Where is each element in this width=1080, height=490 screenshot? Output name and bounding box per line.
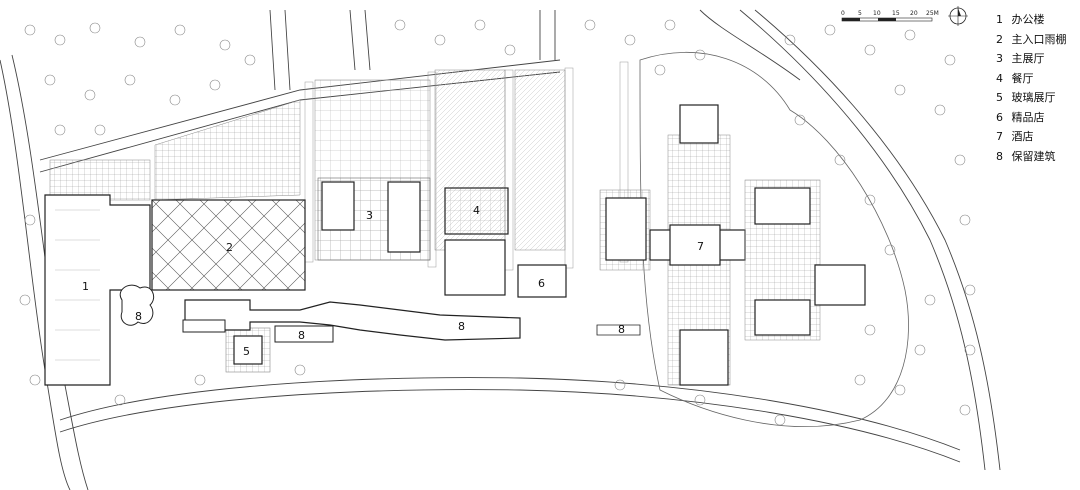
scale-tick: 0 <box>841 10 845 17</box>
trees <box>19 19 976 426</box>
label-building-8a: 8 <box>135 310 142 323</box>
label-building-4: 4 <box>473 204 480 217</box>
label-building-8c: 8 <box>458 320 465 333</box>
label-building-8b: 8 <box>298 329 305 342</box>
legend: 1 办公楼 2 主入口雨棚 3 主展厅 4 餐厅 5 玻璃展厅 6 精品店 7 … <box>996 10 1067 166</box>
scale-tick: 5 <box>858 10 862 17</box>
label-building-1: 1 <box>82 280 89 293</box>
legend-item: 1 办公楼 <box>996 13 1045 26</box>
building-4-restaurant: 4 <box>444 187 509 296</box>
legend-item: 3 主展厅 <box>996 52 1045 65</box>
label-building-6: 6 <box>538 277 545 290</box>
label-building-2: 2 <box>226 241 233 254</box>
north-arrow-icon <box>948 6 968 26</box>
legend-item: 4 餐厅 <box>996 71 1034 85</box>
scale-tick: 10 <box>873 10 881 17</box>
building-6-boutique: 6 <box>517 264 567 298</box>
building-3-main-hall: 3 <box>317 177 431 261</box>
label-building-5: 5 <box>243 345 250 358</box>
legend-item: 6 精品店 <box>996 110 1045 124</box>
hotel-site-boundary <box>639 52 909 427</box>
label-building-7: 7 <box>697 240 704 253</box>
label-building-3: 3 <box>366 209 373 222</box>
building-5-glass-hall: 5 <box>225 327 271 373</box>
scale-tick: 15 <box>892 10 900 17</box>
legend-item: 2 主入口雨棚 <box>996 32 1067 46</box>
building-2-canopy: 2 <box>151 199 306 291</box>
label-building-8d: 8 <box>618 323 625 336</box>
legend-item: 8 保留建筑 <box>996 149 1056 163</box>
scale-tick: 25M <box>926 10 939 17</box>
scale-tick: 20 <box>910 10 918 17</box>
retained-buildings-8: 8 8 8 8 <box>119 284 641 343</box>
legend-item: 5 玻璃展厅 <box>996 91 1056 104</box>
roads <box>0 9 1001 490</box>
scale-bar: 0 5 10 15 20 25M <box>841 10 939 22</box>
legend-item: 7 酒店 <box>996 130 1034 143</box>
building-7-hotel: 7 <box>599 104 866 386</box>
